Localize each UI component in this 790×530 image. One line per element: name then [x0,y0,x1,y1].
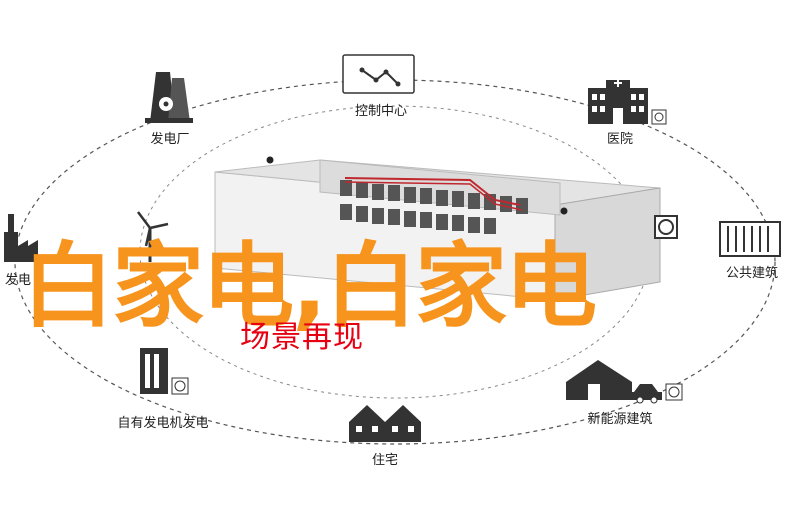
hospital-building-icon [588,79,667,125]
office-building-icon [719,221,781,257]
fan-icon [654,215,678,239]
node-label-hospital: 医院 [606,132,634,147]
container-illustration [214,156,661,301]
factory-icon [4,214,38,262]
node-label-control-center: 控制中心 [354,104,408,119]
node-label-new-energy-building: 新能源建筑 [587,412,653,427]
outer-dashed-ring [14,79,776,445]
overlay-subhead: 场景再现 [240,320,364,355]
house-car-icon [566,360,683,404]
wind-turbine-icon [137,211,169,262]
monitor-chart-icon [342,54,415,94]
houses-icon [349,405,421,442]
nuclear-plant-icon [145,72,193,123]
node-label-self-generator: 自有发电机发电 [117,416,209,431]
node-label-power-plant: 发电厂 [150,132,190,147]
server-tower-icon [140,348,189,395]
overlay-headline: 白家电,白家电 [22,233,597,340]
node-label-public-building: 公共建筑 [725,266,779,281]
node-label-residence: 住宅 [371,453,399,468]
node-label-generator: 发电 [4,273,32,288]
